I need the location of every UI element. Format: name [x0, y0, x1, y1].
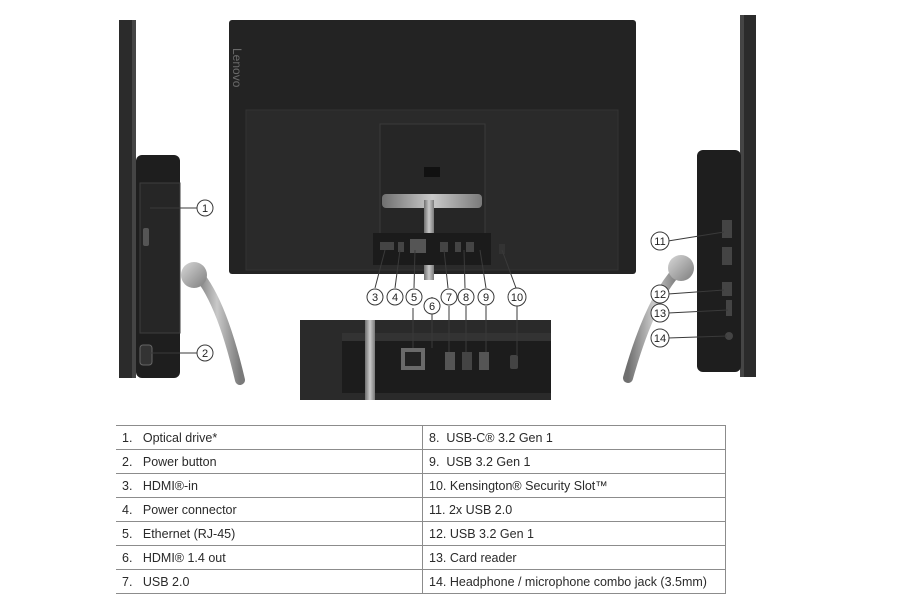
table-row: 4. Power connector 11. 2x USB 2.0	[116, 497, 726, 522]
legend-item: 9. USB 3.2 Gen 1	[422, 449, 726, 474]
svg-text:9: 9	[483, 292, 489, 304]
port-detail-zoom	[300, 320, 551, 400]
legend-item: 5. Ethernet (RJ-45)	[116, 521, 423, 546]
legend-item: 10. Kensington® Security Slot™	[422, 473, 726, 498]
svg-text:13: 13	[654, 308, 666, 320]
callout-11: 11	[650, 231, 670, 251]
svg-text:2: 2	[202, 348, 208, 360]
callout-6: 6	[423, 297, 441, 315]
callout-2: 2	[196, 344, 214, 362]
right-side-view	[623, 15, 756, 383]
svg-text:14: 14	[654, 333, 666, 345]
svg-text:1: 1	[202, 203, 208, 215]
svg-text:10: 10	[511, 292, 523, 304]
callout-10: 10	[507, 287, 527, 307]
table-row: 5. Ethernet (RJ-45) 12. USB 3.2 Gen 1	[116, 521, 726, 546]
table-row: 1. Optical drive* 8. USB-C® 3.2 Gen 1	[116, 425, 726, 450]
leader-lines	[150, 207, 729, 356]
legend-item: 13. Card reader	[422, 545, 726, 570]
svg-text:8: 8	[463, 292, 469, 304]
legend-item: 6. HDMI® 1.4 out	[116, 545, 423, 570]
callout-5: 5	[405, 288, 423, 306]
svg-text:7: 7	[446, 292, 452, 304]
table-row: 7. USB 2.0 14. Headphone / microphone co…	[116, 569, 726, 594]
table-row: 6. HDMI® 1.4 out 13. Card reader	[116, 545, 726, 570]
rear-view: Lenovo	[229, 20, 636, 280]
table-row: 2. Power button 9. USB 3.2 Gen 1	[116, 449, 726, 474]
legend-item: 1. Optical drive*	[116, 425, 423, 450]
left-side-view	[119, 20, 245, 385]
legend-item: 8. USB-C® 3.2 Gen 1	[422, 425, 726, 450]
svg-text:4: 4	[392, 292, 398, 304]
legend-item: 4. Power connector	[116, 497, 423, 522]
brand-logo: Lenovo	[230, 48, 244, 88]
svg-text:3: 3	[372, 292, 378, 304]
callout-13: 13	[650, 303, 670, 323]
svg-text:5: 5	[411, 292, 417, 304]
legend-item: 12. USB 3.2 Gen 1	[422, 521, 726, 546]
callout-1: 1	[196, 199, 214, 217]
callout-14: 14	[650, 328, 670, 348]
callout-4: 4	[386, 288, 404, 306]
callout-8: 8	[457, 288, 475, 306]
legend-item: 7. USB 2.0	[116, 569, 423, 594]
product-port-diagram: Lenovo	[119, 15, 756, 400]
svg-text:11: 11	[654, 236, 665, 248]
legend-item: 3. HDMI®-in	[116, 473, 423, 498]
callout-7: 7	[440, 288, 458, 306]
callout-12: 12	[650, 284, 670, 304]
legend-item: 11. 2x USB 2.0	[422, 497, 726, 522]
legend-item: 2. Power button	[116, 449, 423, 474]
svg-text:12: 12	[654, 289, 666, 301]
svg-text:6: 6	[429, 301, 435, 313]
callout-3: 3	[366, 288, 384, 306]
legend-item: 14. Headphone / microphone combo jack (3…	[422, 569, 726, 594]
port-legend-table: 1. Optical drive* 8. USB-C® 3.2 Gen 1 2.…	[116, 425, 726, 594]
callout-9: 9	[477, 288, 495, 306]
table-row: 3. HDMI®-in 10. Kensington® Security Slo…	[116, 473, 726, 498]
